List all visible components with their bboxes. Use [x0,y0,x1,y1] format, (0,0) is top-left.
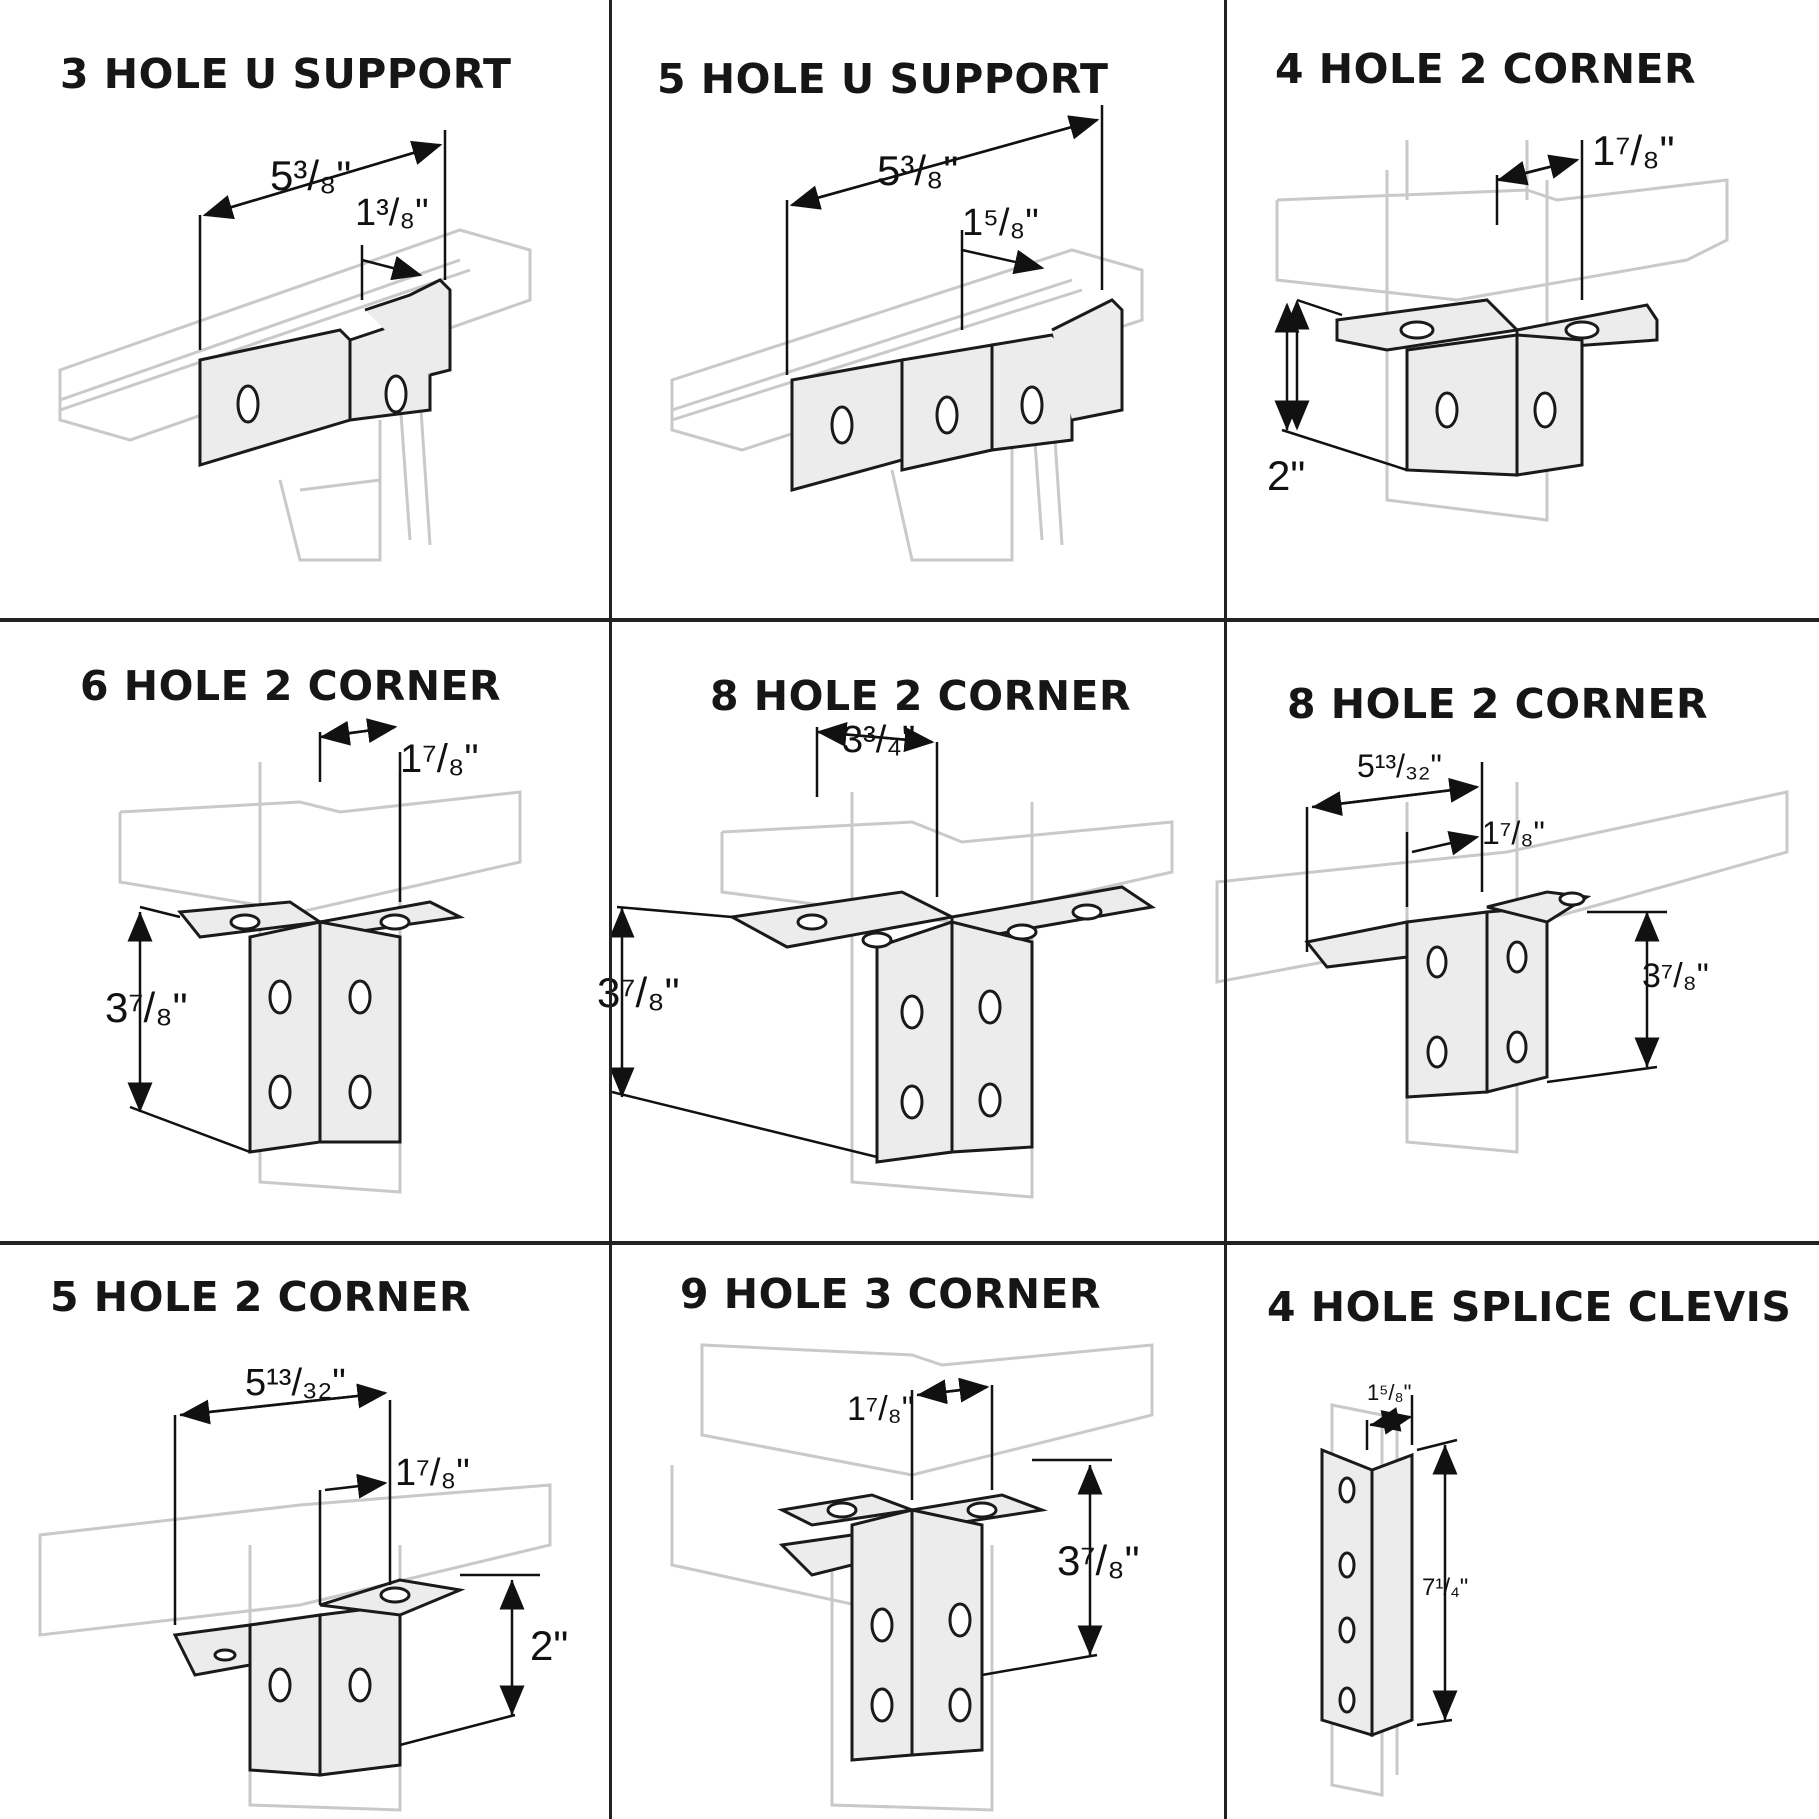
bolt-hole-icon [1506,940,1528,974]
dimension-label: 1⁷/₈" [395,1452,470,1494]
cell-3-hole-u-support: 3 HOLE U SUPPORT [0,0,608,618]
dimension-label: 3⁷/₈" [1642,957,1709,995]
grid-divider-horizontal [0,1241,1819,1245]
bolt-hole-icon [1506,1030,1528,1064]
splice-clevis-diagram: 1⁵/₈" 7¹/₄" [1320,1380,1468,1797]
bolt-hole-icon [1020,385,1044,425]
cell-5-hole-2-corner: 5 HOLE 2 CORNER [0,1245,608,1819]
dimension-label: 5¹³/₃₂" [1357,748,1442,784]
bolt-hole-icon [1338,1686,1356,1714]
bolt-hole-icon [948,1602,972,1638]
dimension-label: 1⁷/₈" [400,737,479,781]
grid-divider-vertical [1224,0,1227,1819]
dimension-label: 1⁷/₈" [847,1390,914,1428]
left-flange [198,328,352,468]
cell-title: 5 HOLE U SUPPORT [657,55,1109,103]
bolt-hole-icon [830,405,854,445]
cell-title: 3 HOLE U SUPPORT [60,50,512,98]
bolt-hole-icon [229,913,261,931]
bolt-hole-icon [966,1501,998,1519]
bolt-hole-icon [1533,391,1557,429]
dimension-label: 3⁷/₈" [1057,1537,1140,1584]
corner-6-hole-diagram: 1⁷/₈" 3⁷/₈" [105,718,522,1194]
cell-8-hole-2-corner-a: 8 HOLE 2 CORNER [597,622,1222,1241]
bolt-hole-icon [900,1084,924,1120]
bolt-hole-icon [978,1082,1002,1118]
bolt-hole-icon [348,1667,372,1703]
bolt-hole-icon [900,994,924,1030]
bolt-hole-icon [268,1074,292,1110]
cell-title: 8 HOLE 2 CORNER [1287,680,1709,728]
dimension-label: 2" [1267,452,1305,499]
dimension-label: 7¹/₄" [1422,1574,1468,1601]
bolt-hole-icon [1071,903,1103,921]
bolt-hole-icon [1338,1616,1356,1644]
bolt-hole-icon [213,1648,237,1662]
bolt-hole-icon [1338,1476,1356,1504]
bolt-hole-icon [826,1501,858,1519]
dimension-label: 2" [530,1622,568,1669]
bolt-hole-icon [268,1667,292,1703]
bolt-hole-icon [379,913,411,931]
bolt-hole-icon [1564,320,1600,340]
bolt-hole-icon [1426,1035,1448,1069]
cell-title: 8 HOLE 2 CORNER [710,672,1132,720]
cell-8-hole-2-corner-b: 8 HOLE 2 CORNER [1215,622,1819,1241]
bolt-hole-icon [861,931,893,949]
bolt-hole-icon [1426,945,1448,979]
corner-5-hole-diagram: 5¹³/₃₂" 1⁷/₈" 2" [38,1362,568,1812]
bolt-hole-icon [1399,320,1435,340]
dimension-label: 5³/₈" [877,147,958,194]
cell-title: 9 HOLE 3 CORNER [680,1270,1102,1318]
corner-8-hole-diagram: 3³/₄" 3⁷/₈" [597,719,1174,1199]
dimension-label: 5¹³/₃₂" [245,1362,346,1404]
bolt-hole-icon [796,913,828,931]
bolt-hole-icon [948,1687,972,1723]
corner-8-hole-offset-diagram: 5¹³/₃₂" 1⁷/₈" 3⁷/₈" [1215,748,1789,1154]
bolt-hole-icon [1006,923,1038,941]
u-support-3-hole-diagram: 5³/₈" 1³/₈" [58,130,532,562]
cell-5-hole-u-support: 5 HOLE U SUPPORT [612,0,1222,618]
grid-divider-vertical [609,0,612,1819]
bolt-hole-icon [870,1687,894,1723]
cell-9-hole-3-corner: 9 HOLE 3 CORNER [612,1245,1222,1819]
bolt-hole-icon [379,1586,411,1604]
cell-title: 5 HOLE 2 CORNER [50,1273,472,1321]
cell-4-hole-splice-clevis: 4 HOLE SPLICE CLEVIS [1227,1245,1819,1819]
corner-4-hole-diagram: 1⁷/₈" 2" [1267,127,1729,522]
u-support-5-hole-diagram: 5³/₈" 1⁵/₈" [670,105,1144,562]
dimension-label: 1⁷/₈" [1592,127,1675,174]
cell-title: 4 HOLE SPLICE CLEVIS [1267,1283,1792,1331]
dimension-label: 3⁷/₈" [105,984,188,1031]
dimension-label: 5³/₈" [270,152,351,199]
bolt-hole-icon [268,979,292,1015]
bolt-hole-icon [236,384,260,424]
cell-6-hole-2-corner: 6 HOLE 2 CORNER [0,622,608,1241]
bolt-hole-icon [348,1074,372,1110]
bolt-hole-icon [1435,391,1459,429]
bolt-hole-icon [1338,1551,1356,1579]
dimension-label: 3³/₄" [842,719,915,761]
dimension-label: 1⁵/₈" [1367,1380,1411,1405]
bolt-hole-icon [935,395,959,435]
dimension-label: 1⁵/₈" [962,202,1039,244]
bolt-hole-icon [1558,891,1586,907]
bolt-hole-icon [348,979,372,1015]
bolt-hole-icon [870,1607,894,1643]
cell-title: 4 HOLE 2 CORNER [1275,45,1697,93]
bolt-hole-icon [978,989,1002,1025]
bolt-hole-icon [384,374,408,414]
cell-4-hole-2-corner: 4 HOLE 2 CORNER [1227,0,1819,618]
dimension-label: 1³/₈" [355,192,429,234]
cell-title: 6 HOLE 2 CORNER [80,662,502,710]
grid-divider-horizontal [0,618,1819,622]
corner-9-hole-diagram: 1⁷/₈" 3⁷/₈" [670,1343,1154,1812]
dimension-label: 1⁷/₈" [1482,815,1545,851]
